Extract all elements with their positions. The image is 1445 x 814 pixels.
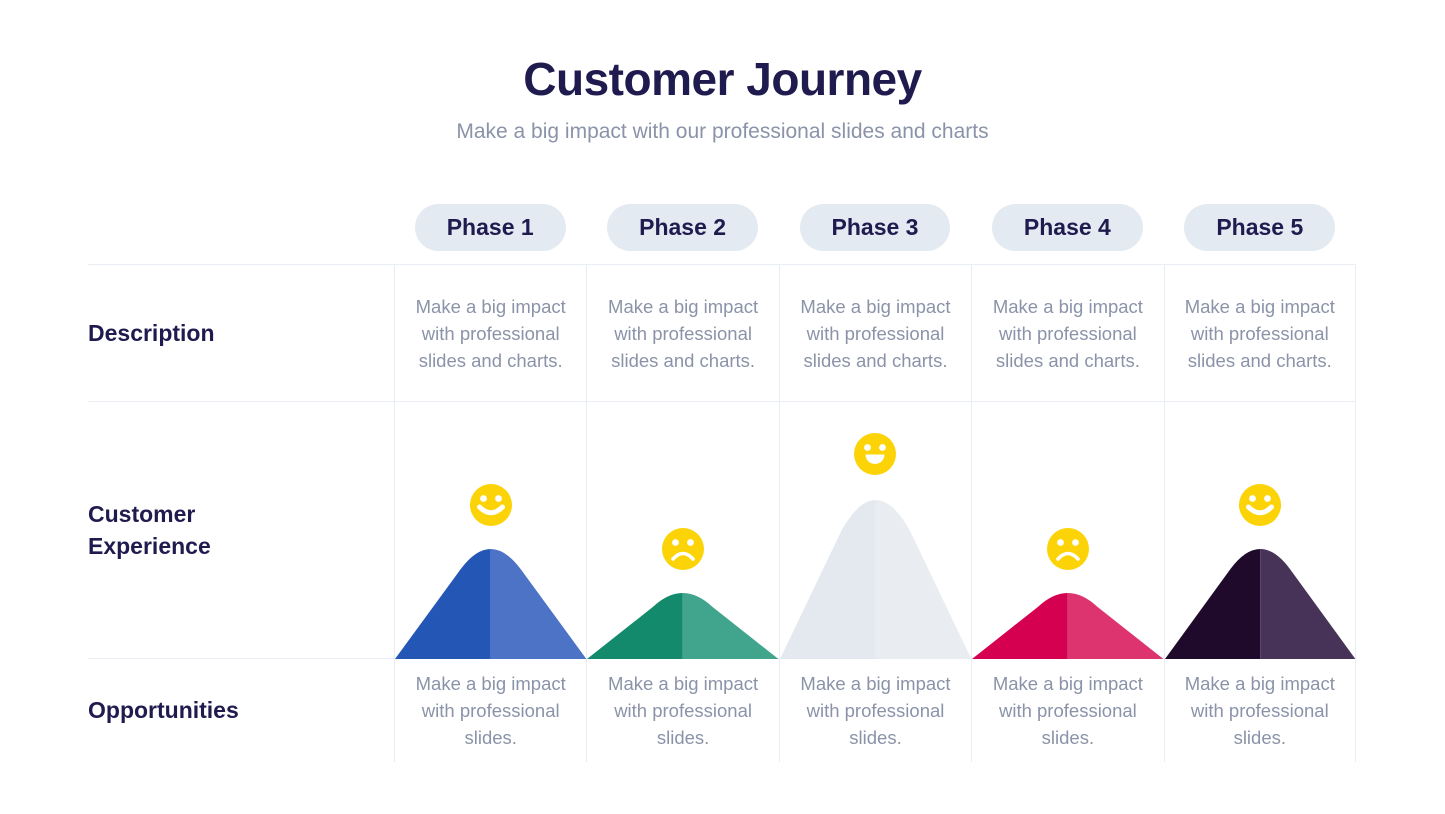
phase-2-pill-cell: Phase 2	[586, 203, 778, 251]
slide-subtitle: Make a big impact with our professional …	[456, 120, 989, 143]
delighted-face-icon	[854, 433, 897, 475]
phase-1-opportunity-cell: Make a big impact with professional slid…	[394, 659, 586, 762]
phase-pills-row: Phase 1 Phase 2 Phase 3 Phase 4 Phase 5	[88, 203, 1356, 251]
opportunities-row-label: Opportunities	[88, 697, 239, 724]
phase-4-pill: Phase 4	[991, 203, 1143, 251]
phase-1-description-text: Make a big impact with professional slid…	[415, 295, 566, 371]
phase-5-experience-cell	[1163, 402, 1356, 659]
description-row-label: Description	[88, 319, 215, 346]
phase-5-description-cell: Make a big impact with professional slid…	[1163, 265, 1356, 401]
opportunities-row-label-cell: Opportunities	[88, 659, 394, 762]
phase-3-experience-cell	[778, 402, 972, 659]
slide-header: Customer Journey Make a big impact with …	[0, 52, 1445, 144]
experience-mountain	[395, 549, 587, 659]
phase-4-description-cell: Make a big impact with professional slid…	[971, 265, 1163, 401]
experience-mountain	[972, 593, 1164, 659]
phase-5-pill: Phase 5	[1184, 203, 1336, 251]
happy-face-icon	[1238, 484, 1281, 526]
customer-experience-row: Customer Experience	[88, 402, 1356, 659]
experience-mountain	[1164, 549, 1355, 659]
experience-mountain	[587, 593, 779, 659]
happy-face-icon	[469, 484, 512, 526]
phase-3-opportunity-text: Make a big impact with professional slid…	[800, 673, 951, 748]
phase-2-description-cell: Make a big impact with professional slid…	[586, 265, 778, 401]
phase-1-experience-cell	[394, 402, 587, 659]
phase-2-experience-cell	[586, 402, 779, 659]
phase-2-opportunity-cell: Make a big impact with professional slid…	[586, 659, 778, 762]
opportunities-row: Opportunities Make a big impact with pro…	[88, 659, 1356, 762]
phase-3-opportunity-cell: Make a big impact with professional slid…	[778, 659, 971, 762]
phase-4-experience-cell	[971, 402, 1164, 659]
phase-3-pill-cell: Phase 3	[779, 203, 971, 251]
journey-table: Description Make a big impact with profe…	[88, 264, 1356, 762]
phase-5-pill-cell: Phase 5	[1164, 203, 1356, 251]
phase-2-description-text: Make a big impact with professional slid…	[608, 295, 759, 371]
description-row-label-cell: Description	[88, 265, 394, 401]
experience-mountain	[779, 500, 972, 659]
phase-4-pill-cell: Phase 4	[971, 203, 1163, 251]
phase-5-opportunity-cell: Make a big impact with professional slid…	[1163, 659, 1356, 762]
slide-title: Customer Journey	[523, 53, 922, 105]
phase-2-opportunity-text: Make a big impact with professional slid…	[608, 673, 759, 748]
sad-face-icon	[662, 528, 705, 570]
phase-2-pill: Phase 2	[607, 203, 759, 251]
sad-face-icon	[1046, 528, 1089, 570]
phase-4-opportunity-cell: Make a big impact with professional slid…	[971, 659, 1163, 762]
phase-1-pill-cell: Phase 1	[394, 203, 586, 251]
phase-3-description-text: Make a big impact with professional slid…	[800, 295, 951, 371]
phase-4-opportunity-text: Make a big impact with professional slid…	[992, 673, 1143, 748]
phase-3-pill: Phase 3	[799, 203, 951, 251]
phase-1-description-cell: Make a big impact with professional slid…	[394, 265, 586, 401]
phase-5-opportunity-text: Make a big impact with professional slid…	[1184, 673, 1335, 748]
phase-1-opportunity-text: Make a big impact with professional slid…	[415, 673, 566, 748]
phase-4-description-text: Make a big impact with professional slid…	[992, 295, 1143, 371]
phase-pills-spacer	[88, 203, 394, 251]
customer-experience-row-label-cell: Customer Experience	[88, 402, 394, 658]
description-row: Description Make a big impact with profe…	[88, 264, 1356, 402]
phase-1-pill: Phase 1	[414, 203, 566, 251]
customer-experience-row-label: Customer Experience	[88, 500, 211, 559]
phase-5-description-text: Make a big impact with professional slid…	[1184, 295, 1335, 371]
phase-3-description-cell: Make a big impact with professional slid…	[778, 265, 971, 401]
